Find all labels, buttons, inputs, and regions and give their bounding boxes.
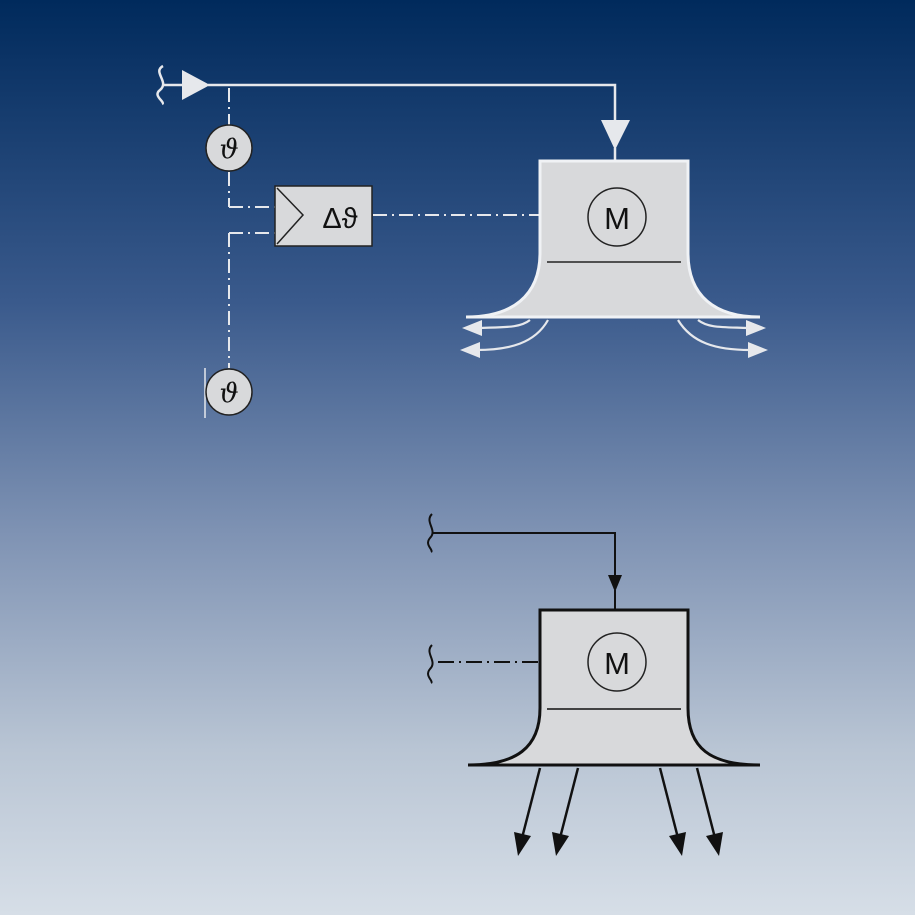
motor-label-bottom: M — [604, 646, 630, 681]
outflow-left — [460, 319, 549, 358]
motor-label: M — [604, 201, 630, 236]
arrow-icon — [748, 342, 768, 358]
motor-icon: M — [587, 632, 647, 692]
sensor-icon: ϑ — [204, 368, 253, 418]
supply-line-to-unit — [432, 532, 616, 577]
bottom-diagram: M — [427, 513, 761, 856]
arrow-icon — [182, 70, 210, 100]
sensor-lower-symbol: ϑ — [219, 378, 238, 409]
arrow-icon — [552, 832, 569, 856]
arrow-icon — [460, 342, 480, 358]
unit-upper: M — [465, 159, 761, 319]
signal-lines — [228, 88, 540, 368]
sensor-icon: ϑ — [205, 124, 253, 172]
outflow-arrowheads — [514, 832, 723, 856]
controller-label: Δϑ — [322, 203, 357, 235]
break-mark-icon — [427, 513, 434, 553]
outflow-down — [520, 767, 717, 839]
supply-line-to-unit — [208, 83, 617, 122]
break-mark-icon — [427, 644, 434, 684]
top-diagram: ϑ Δϑ ϑ M — [156, 64, 768, 418]
arrow-icon — [669, 832, 686, 856]
unit-lower: M — [467, 608, 761, 767]
break-mark-icon — [156, 64, 165, 106]
outflow-right — [677, 319, 768, 358]
arrow-icon — [746, 320, 766, 336]
comparator-icon: Δϑ — [274, 185, 373, 247]
motor-icon: M — [587, 187, 647, 247]
arrow-icon — [706, 832, 723, 856]
arrow-icon — [608, 575, 622, 592]
arrow-icon — [514, 832, 531, 856]
arrow-icon — [601, 120, 630, 150]
arrow-icon — [462, 320, 482, 336]
sensor-upper-symbol: ϑ — [219, 134, 238, 165]
